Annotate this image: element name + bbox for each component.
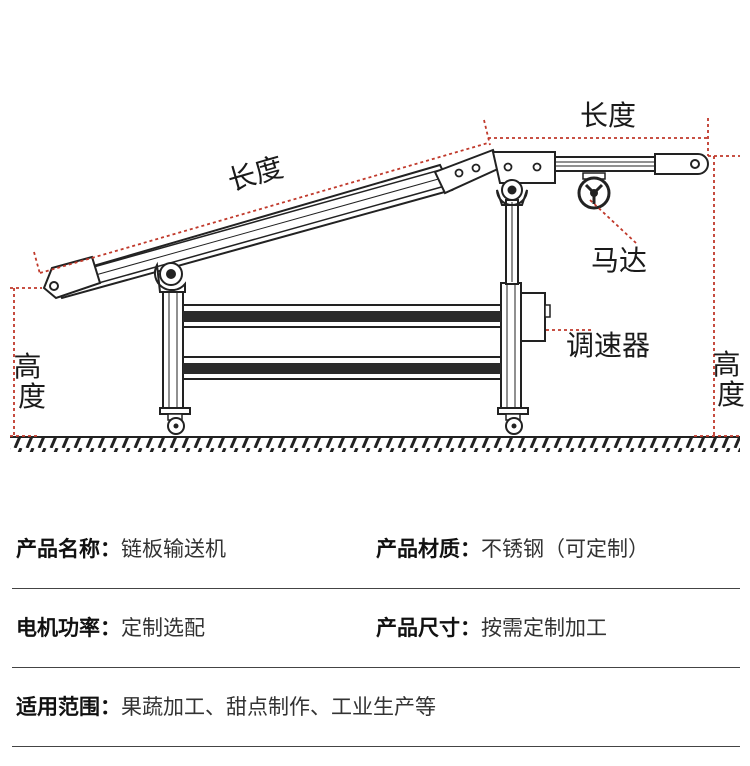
spec-size: 产品尺寸：按需定制加工 xyxy=(376,589,607,667)
left-support-leg xyxy=(159,289,191,421)
spec-key: 电机功率： xyxy=(16,616,121,640)
spec-motor-power: 电机功率：定制选配 xyxy=(16,589,205,667)
head-block xyxy=(491,151,556,206)
height-left-label: 高 度 xyxy=(14,350,51,413)
ground xyxy=(10,436,740,452)
spec-product-name: 产品名称：链板输送机 xyxy=(16,510,226,588)
horizontal-conveyor xyxy=(554,153,709,175)
height-left-char-1: 高 xyxy=(14,350,42,383)
spec-key: 产品名称： xyxy=(16,537,121,561)
spec-value: 果蔬加工、甜点制作、工业生产等 xyxy=(121,695,436,719)
left-pivot-bracket xyxy=(154,261,186,293)
spec-key: 适用范围： xyxy=(16,695,121,719)
base-frame xyxy=(182,304,502,380)
incline-length-label: 长度 xyxy=(224,150,287,197)
top-length-label: 长度 xyxy=(580,99,636,132)
height-right-char-1: 高 xyxy=(713,348,741,381)
motor-label: 马达 xyxy=(591,244,647,277)
spec-value: 不锈钢（可定制） xyxy=(481,537,649,561)
spec-row-3: 适用范围：果蔬加工、甜点制作、工业生产等 xyxy=(12,668,740,747)
spec-key: 产品尺寸： xyxy=(376,616,481,640)
spec-key: 产品材质： xyxy=(376,537,481,561)
speed-controller-box xyxy=(520,292,551,342)
spec-value: 按需定制加工 xyxy=(481,616,607,640)
spec-value: 定制选配 xyxy=(121,616,205,640)
spec-row-2: 电机功率：定制选配 产品尺寸：按需定制加工 xyxy=(12,589,740,668)
spec-material: 产品材质：不锈钢（可定制） xyxy=(376,510,649,588)
spec-value: 链板输送机 xyxy=(121,537,226,561)
height-right-char-2: 度 xyxy=(717,378,745,411)
dimension-lines xyxy=(10,118,740,437)
motor-icon xyxy=(577,172,611,210)
spec-row-1: 产品名称：链板输送机 产品材质：不锈钢（可定制） xyxy=(12,510,740,589)
height-left-char-2: 度 xyxy=(18,380,46,413)
speed-controller-label: 调速器 xyxy=(566,329,650,362)
height-right-label: 高 度 xyxy=(713,348,750,411)
spec-application: 适用范围：果蔬加工、甜点制作、工业生产等 xyxy=(16,668,436,746)
conveyor-diagram: 长度 长度 马达 调速器 高 度 高 度 xyxy=(10,99,750,452)
